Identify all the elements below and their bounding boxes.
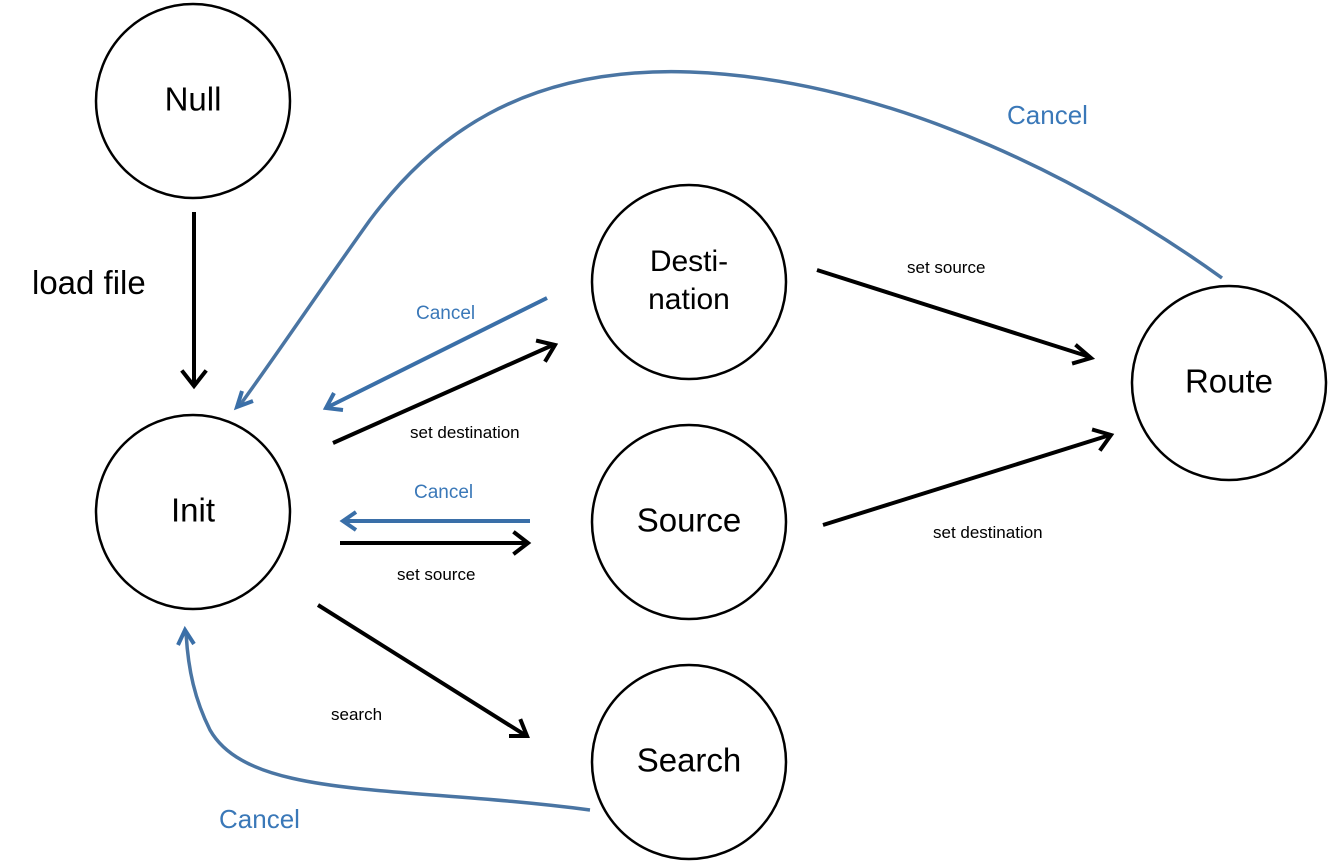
node-source-label: Source [637, 502, 742, 539]
edge-null-to-init [180, 212, 208, 390]
edge-destination-to-init [322, 296, 548, 412]
label-cancel-route: Cancel [1007, 100, 1088, 130]
node-source[interactable]: Source [590, 423, 788, 621]
node-init-label: Init [171, 492, 215, 529]
edge-route-to-init [233, 69, 1224, 411]
label-load-file: load file [32, 264, 146, 301]
label-cancel-search: Cancel [219, 804, 300, 834]
edge-init-to-source [340, 530, 532, 556]
label-set-source-init: set source [397, 565, 475, 584]
node-null[interactable]: Null [94, 2, 292, 200]
node-init[interactable]: Init [94, 413, 292, 611]
label-cancel-destination: Cancel [416, 303, 475, 324]
label-cancel-source: Cancel [414, 482, 473, 503]
node-destination-label-line1: Desti- [650, 245, 728, 278]
label-search: search [331, 705, 382, 724]
edge-source-to-route [822, 427, 1115, 527]
label-set-destination-route: set destination [933, 523, 1043, 542]
node-search[interactable]: Search [590, 663, 788, 861]
node-destination-label-line2: nation [648, 283, 730, 316]
node-route-label: Route [1185, 363, 1273, 400]
node-destination[interactable]: Desti- nation [590, 183, 788, 381]
edge-init-to-destination [332, 338, 559, 445]
edge-source-to-init [339, 510, 530, 532]
label-set-destination-init: set destination [410, 423, 520, 442]
edge-search-to-init [176, 625, 591, 812]
node-route[interactable]: Route [1130, 284, 1328, 482]
edge-init-to-search [316, 603, 530, 738]
label-set-source-route: set source [907, 258, 985, 277]
edge-destination-to-route [816, 268, 1096, 366]
node-null-label: Null [165, 81, 222, 118]
node-search-label: Search [637, 742, 742, 779]
